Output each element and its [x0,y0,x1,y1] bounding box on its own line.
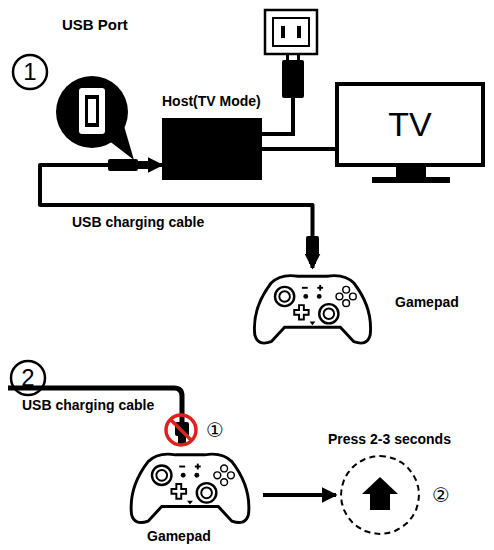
edge-label: USB charging cable [70,214,206,230]
cable-connector [262,147,335,151]
power-outlet [262,10,317,134]
usb-port-bubble [56,76,134,160]
node-text: Host(TV Mode) [162,93,261,109]
callout-number: ① [206,418,224,442]
gamepad-drawing [125,448,255,526]
cable-label: USB charging cable [22,397,154,413]
cable-connector [40,165,313,268]
tv-screen: TV [335,82,485,167]
unplugged-cable [8,388,189,444]
part-label: USB Port [62,16,128,33]
callout-number: 2 [11,361,45,395]
gamepad: Gamepad [125,448,255,526]
callout-number: ② [432,483,450,507]
node-text: TV [388,105,431,144]
host-box: Host(TV Mode) [162,118,262,180]
tv-stand [372,166,450,183]
node-text: Press 2-3 seconds [328,431,451,447]
prohibition-sign [166,415,196,445]
home-icon [360,474,400,514]
callout-number: 1 [13,55,47,89]
node-text: Gamepad [147,528,211,544]
gamepad-drawing [250,268,375,348]
home-button: Press 2-3 seconds [340,455,420,535]
cable-connector [263,493,336,497]
callout-circle [13,55,47,89]
gamepad: Gamepad [250,268,375,348]
node-text: Gamepad [395,294,459,310]
